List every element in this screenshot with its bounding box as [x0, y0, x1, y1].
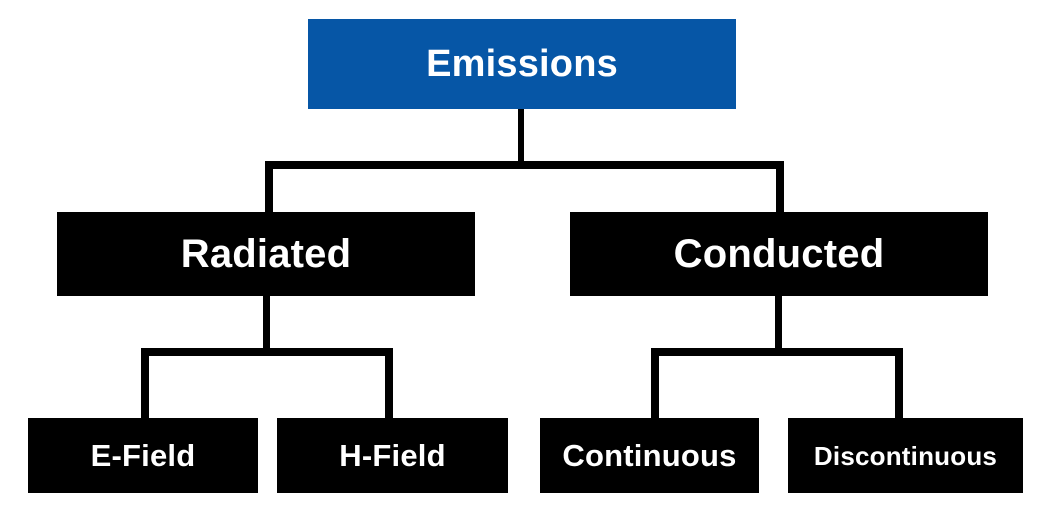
connector-root-stem	[518, 108, 524, 164]
connector-conducted-stem	[775, 296, 782, 352]
node-conducted[interactable]: Conducted	[570, 212, 988, 296]
connector-to-radiated	[265, 161, 273, 216]
node-h-field[interactable]: H-Field	[277, 418, 508, 493]
connector-to-conducted	[776, 161, 784, 216]
node-continuous[interactable]: Continuous	[540, 418, 759, 493]
node-discontinuous[interactable]: Discontinuous	[788, 418, 1023, 493]
connector-to-hfield	[385, 348, 393, 422]
node-emissions[interactable]: Emissions	[308, 19, 736, 109]
connector-conducted-bracket	[651, 348, 903, 356]
node-radiated[interactable]: Radiated	[57, 212, 475, 296]
node-e-field[interactable]: E-Field	[28, 418, 258, 493]
connector-level2-bracket	[265, 161, 784, 169]
connector-radiated-stem	[263, 296, 270, 352]
connector-to-discontinuous	[895, 348, 903, 422]
connector-radiated-bracket	[141, 348, 393, 356]
connector-to-continuous	[651, 348, 659, 422]
connector-to-efield	[141, 348, 149, 422]
